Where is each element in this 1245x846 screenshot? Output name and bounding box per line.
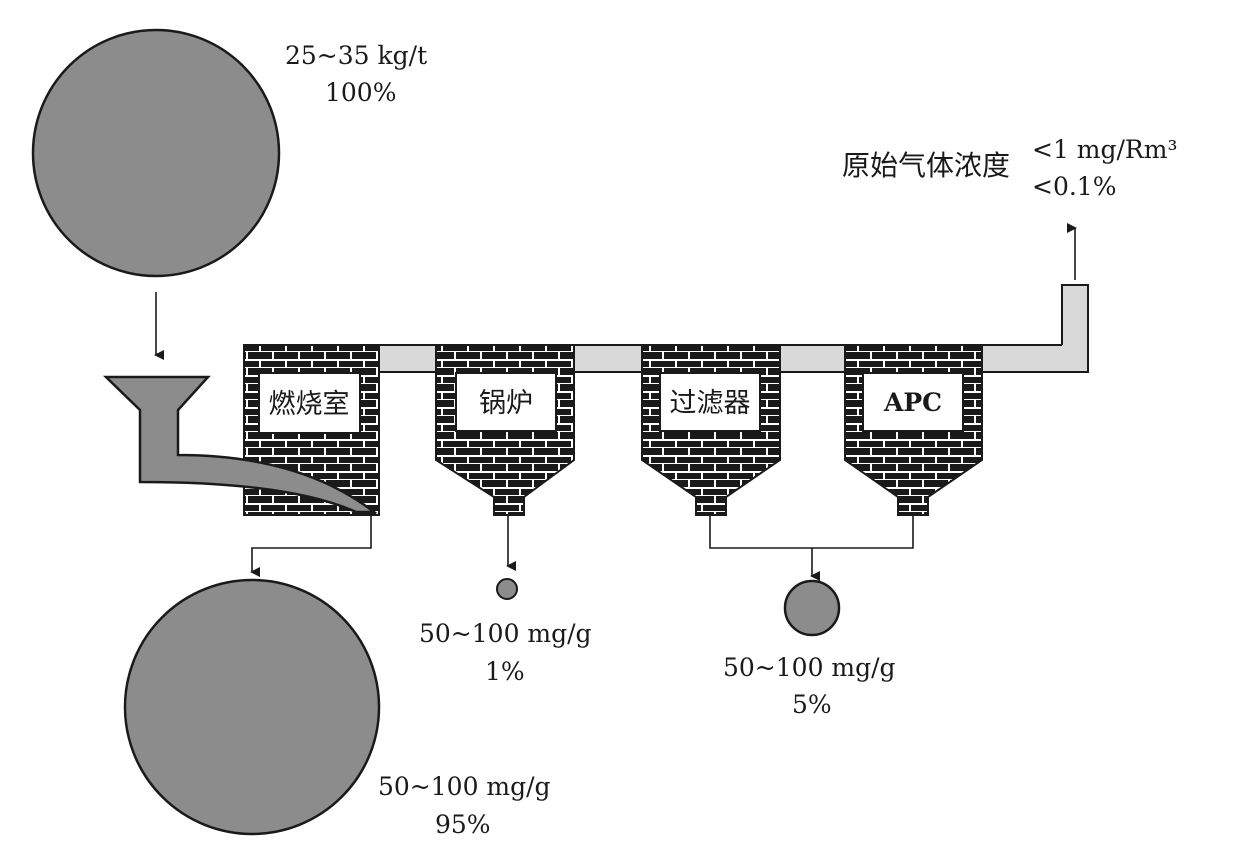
combustion-chamber-label-box (258, 372, 361, 434)
bottom-ash-percent: 95% (435, 810, 491, 839)
apc-label-box (862, 372, 964, 432)
stack-output-percent: <0.1% (1032, 172, 1116, 201)
apc-label: APC (883, 388, 942, 417)
input-circle (31, 28, 281, 278)
bottom-ash-circle (123, 578, 381, 836)
boiler-label: 锅炉 (479, 388, 533, 419)
combustion-chamber-label: 燃烧室 (269, 389, 350, 420)
fly-ash-value: 50~100 mg/g (723, 653, 896, 682)
boiler-ash-circle (496, 578, 518, 600)
stack-output-label: 原始气体浓度 (842, 149, 1010, 182)
bottom-ash-line (250, 515, 372, 577)
fly-ash-line (709, 516, 914, 549)
boiler-label-box (455, 372, 557, 432)
filter-label-box (659, 372, 761, 432)
boiler-ash-percent: 1% (485, 657, 525, 686)
feed-hopper (102, 375, 378, 514)
input-percent: 100% (325, 78, 396, 107)
stack-output-value: <1 mg/Rm³ (1032, 135, 1177, 164)
boiler-ash-value: 50~100 mg/g (419, 619, 592, 648)
filter-label: 过滤器 (670, 388, 751, 419)
input-value: 25~35 kg/t (285, 41, 427, 70)
bottom-ash-value: 50~100 mg/g (378, 772, 551, 801)
fly-ash-percent: 5% (792, 690, 832, 719)
fly-ash-circle (783, 579, 841, 637)
